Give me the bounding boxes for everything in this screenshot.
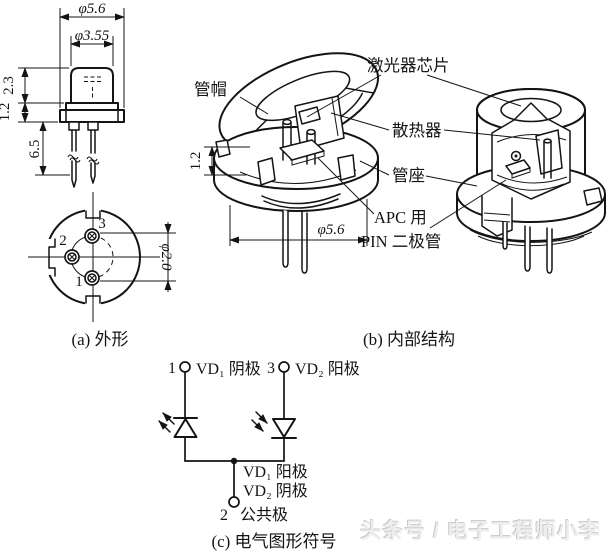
- upright-lead-1: [524, 225, 531, 272]
- pin-1: [84, 270, 100, 286]
- caption-b: (b) 内部结构: [363, 330, 455, 349]
- pin3-number: 3: [98, 216, 106, 232]
- upright-lead-2: [546, 227, 553, 274]
- heat-sink-right: [535, 129, 563, 175]
- tilted-lead-2: [301, 211, 308, 274]
- schematic-pin1-number: 1: [168, 360, 176, 377]
- internal-structure-labels: 管帽 激光器芯片 散热器 管座 APC 用 PIN 二极管: [194, 56, 541, 251]
- base-outline: [59, 109, 125, 123]
- label-heat-sink: 散热器: [392, 121, 442, 140]
- leads: [67, 129, 100, 188]
- dim-b-flange-height: 1.2: [188, 152, 204, 171]
- schematic-pin2-number: 2: [220, 507, 228, 524]
- label-laser-chip: 激光器芯片: [367, 56, 450, 75]
- terminal-3: [278, 361, 290, 373]
- dim-flange-height: 1.2: [0, 103, 13, 122]
- photodiode-symbol: [251, 411, 297, 439]
- dim-cap-height: 2.3: [1, 76, 17, 95]
- tilted-lead-1: [282, 209, 289, 268]
- pin-3: [84, 228, 100, 244]
- schematic: 1 VD₁ 阴极 3 VD₂ 阳极 VD₁ 阳极 VD₂ 阴极 2 公共极: [158, 360, 360, 524]
- tilted-flange: [213, 126, 379, 212]
- caption-a: (a) 外形: [71, 330, 128, 349]
- flange-outline: [65, 102, 119, 111]
- dim-pin-diameter: φ2.0: [158, 243, 174, 271]
- schematic-junction-label1: VD₁ 阳极: [243, 463, 308, 481]
- terminal-2: [228, 496, 240, 508]
- pin1-number: 1: [75, 274, 83, 290]
- caption-c: (c) 电气图形符号: [211, 532, 336, 551]
- pin-2: [64, 249, 80, 265]
- flange-notch-right: [583, 187, 603, 206]
- dim-lead-length: 6.5: [27, 140, 43, 159]
- dim-b-flange-diameter: φ5.6: [317, 222, 345, 238]
- label-header: 管座: [392, 166, 425, 185]
- cap-outline: [70, 67, 114, 104]
- label-apc-line2: PIN 二极管: [361, 232, 441, 251]
- upright-lead-short: [502, 221, 508, 250]
- bottom-view: 3 2 1 φ2.0: [28, 192, 176, 322]
- upright-cutaway-view: [456, 88, 606, 274]
- terminal-1: [179, 361, 191, 373]
- laser-diode-symbol: [158, 412, 198, 438]
- schematic-pin2-label: 公共极: [240, 506, 288, 524]
- pin2-number: 2: [59, 233, 67, 249]
- schematic-pin3-label: VD₂ 阳极: [295, 360, 360, 378]
- schematic-pin1-label: VD₁ 阴极: [196, 360, 261, 378]
- monitor-post: [543, 138, 552, 179]
- dim-outer-diameter: φ5.6: [78, 1, 106, 17]
- watermark: 头条号 / 电子工程师小李: [360, 520, 601, 543]
- label-cap: 管帽: [194, 80, 227, 99]
- schematic-junction-label2: VD₂ 阴极: [243, 482, 308, 500]
- label-apc-line1: APC 用: [374, 208, 427, 227]
- dim-cap-diameter: φ3.55: [75, 28, 110, 44]
- schematic-pin3-number: 3: [267, 360, 275, 377]
- cutaway-wedge: [491, 101, 571, 200]
- side-view: φ5.6 φ3.55 2.3 1.2: [0, 1, 125, 188]
